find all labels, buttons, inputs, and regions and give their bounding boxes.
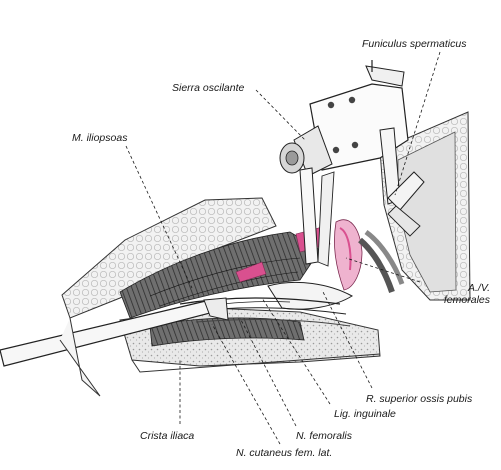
label-funiculus-spermaticus: Funiculus spermaticus [362, 38, 467, 50]
upper-fat-flap [61, 197, 277, 319]
label-n-femoralis: N. femoralis [296, 430, 353, 442]
label-av-femorales-line2: femorales [443, 294, 490, 306]
leader-ramus [321, 289, 373, 389]
retractor [0, 297, 229, 367]
leader-n-femoralis [239, 317, 297, 427]
label-crista-iliaca: Crista iliaca [140, 430, 195, 442]
leader-iliopsoas [125, 145, 193, 289]
femoral-vessels [358, 229, 405, 293]
label-m-iliopsoas: M. iliopsoas [72, 132, 128, 144]
iliopsoas-muscle [119, 231, 321, 319]
lower-fat-flap [119, 301, 381, 367]
pubic-ramus-bone [267, 281, 353, 310]
label-av-femorales-line1: A./V. [468, 282, 490, 294]
leader-n-cutaneus [211, 323, 281, 445]
label-n-cutaneus-fem-lat: N. cutaneus fem. lat. [236, 447, 333, 459]
label-sierra-oscilante: Sierra oscilante [172, 82, 245, 94]
right-retractor [387, 171, 425, 237]
label-r-superior-ossis-pubis: R. superior ossis pubis [366, 393, 473, 405]
leader-sierra [255, 89, 306, 141]
leader-lines [125, 51, 441, 445]
label-lig-inguinale: Lig. inguinale [334, 408, 396, 420]
leader-av-femorales [345, 257, 421, 283]
lower-skin-outline [59, 317, 381, 397]
leader-lig-inguinale [261, 297, 331, 405]
leader-funiculus [394, 51, 441, 196]
